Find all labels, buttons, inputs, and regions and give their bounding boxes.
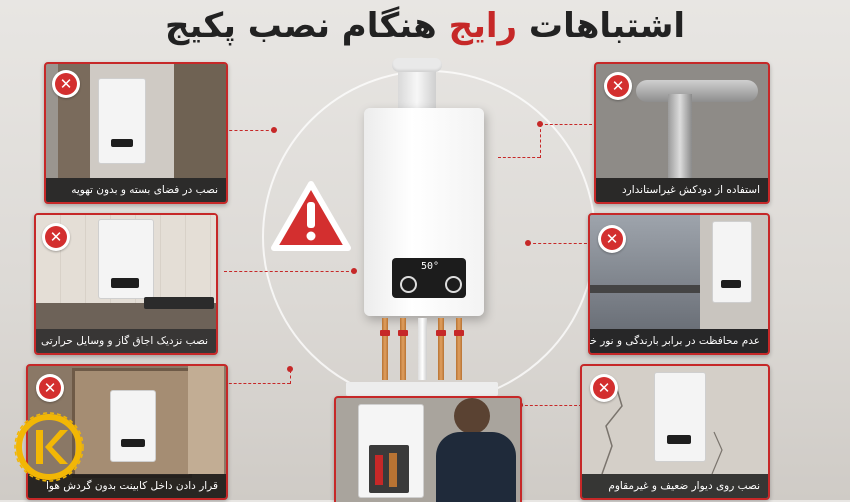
card-scene [46,64,226,202]
mistake-card-cabinet: قرار دادن داخل کابینت بدون گردش هوا ✕ [26,364,228,500]
technician-body [436,432,516,502]
connector-dot [287,366,293,372]
boiler-icon [654,372,706,462]
flue-duct-vertical [668,94,692,178]
warning-triangle-icon [271,181,351,251]
x-mark-icon: ✕ [590,374,618,402]
x-mark-icon: ✕ [42,223,70,251]
flue-duct-icon [636,80,758,102]
x-mark-icon: ✕ [604,72,632,100]
card-caption: استفاده از دودکش غیراستاندارد [596,178,768,202]
connector-dot [271,127,277,133]
technician-photo [334,396,522,502]
copper-pipe [400,318,406,380]
boiler-control-panel: 50° [392,258,466,298]
copper-pipe [382,318,388,380]
open-boiler-icon [358,404,424,498]
card-scene [596,64,768,202]
gas-stove-icon [144,297,214,309]
card-caption: نصب نزدیک اجاق گاز و وسایل حرارتی [36,329,216,353]
connector-left-bottom-v [290,370,291,384]
valve-icon [398,330,408,336]
card-scene [28,366,226,498]
valve-icon [380,330,390,336]
card-scene [582,366,768,498]
connector-left-bottom [224,383,290,384]
technician-head [454,398,490,434]
card-caption: نصب در فضای بسته و بدون تهویه [46,178,226,202]
title-part2: هنگام نصب پکیج [164,6,437,46]
pipe-cover [346,382,498,396]
connector-dot [351,268,357,274]
connector-left-mid [224,271,354,272]
railing [590,285,700,293]
technician-scene [336,398,520,502]
copper-pipe [456,318,462,380]
card-caption: نصب روی دیوار ضعیف و غیرمقاوم [582,474,768,498]
x-mark-icon: ✕ [52,70,80,98]
mistake-card-weak-wall: نصب روی دیوار ضعیف و غیرمقاوم ✕ [580,364,770,500]
white-pipe [418,318,427,380]
card-scene [590,215,768,353]
page-title: اشتباهات رایج هنگام نصب پکیج [0,6,850,46]
knob-icon [400,276,417,293]
valve-icon [436,330,446,336]
connector-right-bottom [520,405,582,406]
card-caption: عدم محافظت در برابر بارندگی و نور خورشید [590,329,768,353]
connector-right-top-v [540,124,541,158]
mistake-card-near-stove: نصب نزدیک اجاق گاز و وسایل حرارتی ✕ [34,213,218,355]
connector-right-top [498,157,540,158]
connector-right-mid [528,243,592,244]
mistake-card-chimney: استفاده از دودکش غیراستاندارد ✕ [594,62,770,204]
brand-logo [14,412,84,482]
copper-pipe [438,318,444,380]
boiler-icon [98,219,154,299]
center-boiler-image: 50° [364,108,484,316]
mistake-card-weather: عدم محافظت در برابر بارندگی و نور خورشید… [588,213,770,355]
knob-icon [445,276,462,293]
mistake-card-closed-space: نصب در فضای بسته و بدون تهویه ✕ [44,62,228,204]
x-mark-icon: ✕ [598,225,626,253]
title-part1: اشتباهات [528,6,686,46]
card-caption: قرار دادن داخل کابینت بدون گردش هوا [28,474,226,498]
connector-dot [537,121,543,127]
connector-dot [525,240,531,246]
boiler-temp-display: 50° [421,261,440,272]
boiler-icon [110,390,156,462]
x-mark-icon: ✕ [36,374,64,402]
connector-right-top-h [540,124,592,125]
connector-left-top [224,130,274,131]
flue-elbow [392,58,442,72]
valve-icon [454,330,464,336]
title-highlight: رایج [448,6,518,46]
boiler-icon [98,78,146,164]
wall-crack-icon [601,385,723,474]
boiler-icon [712,221,752,303]
